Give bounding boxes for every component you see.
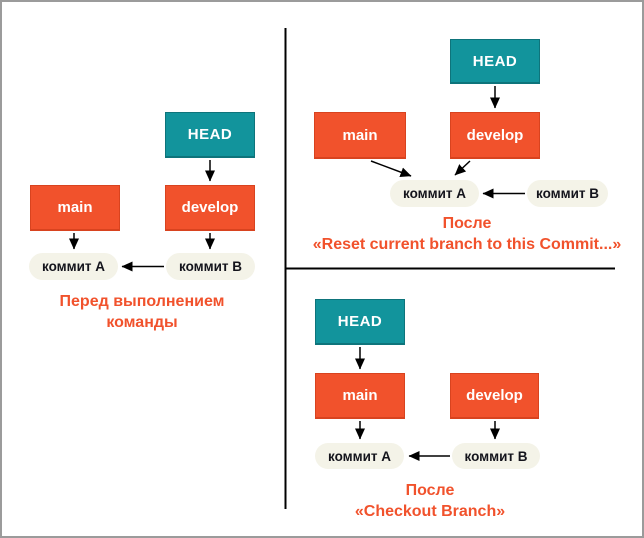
- branch-develop-after-reset: develop: [450, 112, 540, 159]
- caption-after-reset-line-2: «Reset current branch to this Commit...»: [312, 236, 622, 253]
- commit-a-after-reset: коммит A: [390, 180, 479, 207]
- commit-b-before: коммит B: [166, 253, 255, 280]
- branch-main-before: main: [30, 185, 120, 231]
- head-node-after-checkout: HEAD: [315, 299, 405, 345]
- branch-main-after-checkout: main: [315, 373, 405, 419]
- commit-a-before: коммит A: [29, 253, 118, 280]
- caption-after-reset: После «Reset current branch to this Comm…: [295, 213, 639, 255]
- branch-develop-after-checkout: develop: [450, 373, 539, 419]
- caption-after-reset-line-1: После: [442, 215, 492, 232]
- caption-before-line-2: команды: [106, 314, 178, 331]
- caption-before-line-1: Перед выполнением: [59, 293, 225, 310]
- arrow-develop-to-commit-a-after-reset: [454, 160, 471, 176]
- commit-b-after-checkout: коммит B: [452, 443, 540, 469]
- caption-after-checkout-line-1: После: [405, 482, 455, 499]
- branch-main-after-reset: main: [314, 112, 406, 159]
- commit-b-after-reset: коммит B: [527, 180, 608, 207]
- head-node-after-reset: HEAD: [450, 39, 540, 84]
- caption-after-checkout-line-2: «Checkout Branch»: [354, 503, 506, 520]
- commit-a-after-checkout: коммит A: [315, 443, 404, 469]
- arrow-main-to-commit-a-after-reset: [370, 160, 412, 177]
- caption-after-checkout: После «Checkout Branch»: [290, 480, 570, 522]
- caption-before: Перед выполнением команды: [22, 291, 262, 333]
- branch-develop-before: develop: [165, 185, 255, 231]
- head-node-before: HEAD: [165, 112, 255, 158]
